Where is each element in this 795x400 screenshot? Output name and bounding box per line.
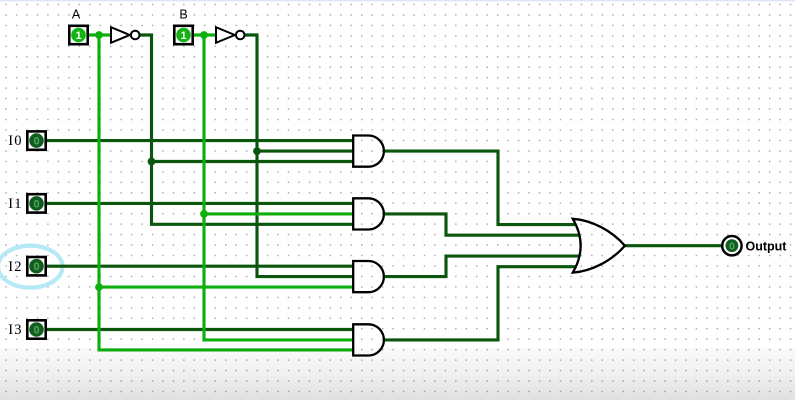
svg-text:0: 0 xyxy=(729,241,735,253)
svg-text:0: 0 xyxy=(33,325,39,337)
svg-text:A: A xyxy=(72,8,81,22)
svg-text:1: 1 xyxy=(75,30,81,42)
svg-text:I2: I2 xyxy=(8,259,22,275)
svg-text:0: 0 xyxy=(33,136,39,148)
svg-text:0: 0 xyxy=(33,198,39,210)
svg-text:B: B xyxy=(179,8,187,22)
svg-text:1: 1 xyxy=(180,30,186,42)
svg-text:0: 0 xyxy=(33,261,39,273)
svg-text:I3: I3 xyxy=(8,322,22,338)
svg-text:I1: I1 xyxy=(8,196,22,212)
svg-text:I0: I0 xyxy=(8,133,22,149)
svg-text:Output: Output xyxy=(746,239,788,253)
